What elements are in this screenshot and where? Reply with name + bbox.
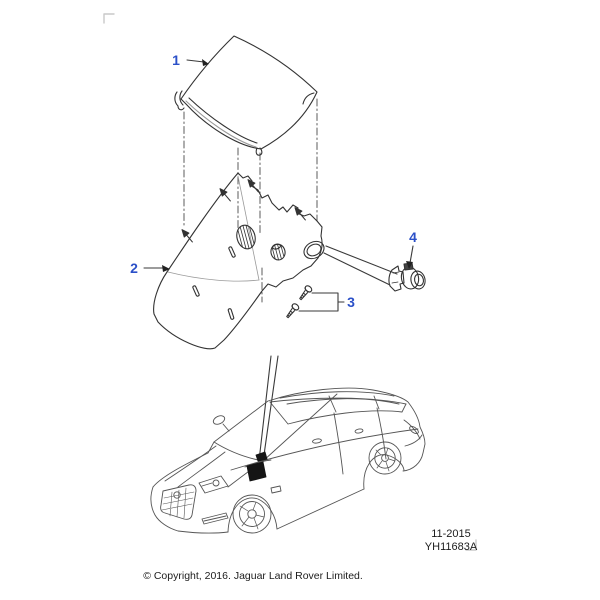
clip-arrow (246, 178, 261, 194)
part-2-lower-shroud (154, 173, 327, 349)
clip-detail-left (175, 91, 184, 110)
corner-mark-bottom-right (466, 540, 476, 550)
alignment-lines (184, 99, 317, 302)
clip-arrow (293, 206, 308, 222)
ribbed-knob (234, 223, 258, 251)
door-lines (334, 408, 386, 474)
corner-mark-top-left (104, 14, 114, 23)
clip-arrow (180, 228, 195, 244)
door-handle (312, 438, 322, 444)
rear-wheel-arch (364, 455, 404, 489)
callout-4[interactable]: 4 (409, 229, 417, 245)
mirror (212, 414, 226, 426)
notch-right (303, 93, 314, 104)
clip-arrow (218, 187, 233, 203)
screw-slot (192, 285, 199, 296)
screw-slot (228, 246, 235, 257)
part-1-upper-shroud (175, 36, 317, 155)
location-marker (247, 462, 266, 481)
side-glass (270, 396, 406, 424)
screw-slot (228, 308, 234, 319)
grille (161, 485, 196, 520)
front-wheel (233, 495, 271, 533)
door-handle (355, 428, 364, 433)
screw (285, 303, 300, 320)
lower-intake (202, 513, 228, 524)
stamp-date: 11-2015 (431, 528, 471, 540)
front-wheel-arch (228, 498, 277, 532)
corner-marks (104, 14, 476, 550)
sensor-hole (301, 238, 327, 262)
callout-2[interactable]: 2 (130, 260, 138, 276)
screw (298, 285, 313, 302)
callout-3[interactable]: 3 (347, 294, 355, 310)
part-3-screws (285, 285, 313, 320)
drawing-stamp: 11-2015 YH11683A (425, 528, 477, 554)
stamp-code: YH11683A (424, 541, 478, 553)
trunk-lines (404, 420, 422, 446)
ribbed-boss (269, 242, 287, 261)
tail-lamp (408, 425, 419, 435)
leader-lines (144, 59, 413, 462)
roof-lines (270, 392, 406, 404)
headlight (199, 476, 228, 493)
car-illustration (151, 388, 425, 533)
copyright-notice: © Copyright, 2016. Jaguar Land Rover Lim… (143, 570, 363, 582)
location-marker (256, 452, 267, 461)
callout-1[interactable]: 1 (172, 52, 180, 68)
part-4-sensor (389, 263, 427, 291)
clip-detail-bottom (256, 148, 262, 155)
jaguar-badge (174, 492, 180, 498)
rear-wheel (369, 442, 401, 474)
grille-mesh (162, 488, 194, 518)
fender-vent (271, 486, 281, 493)
